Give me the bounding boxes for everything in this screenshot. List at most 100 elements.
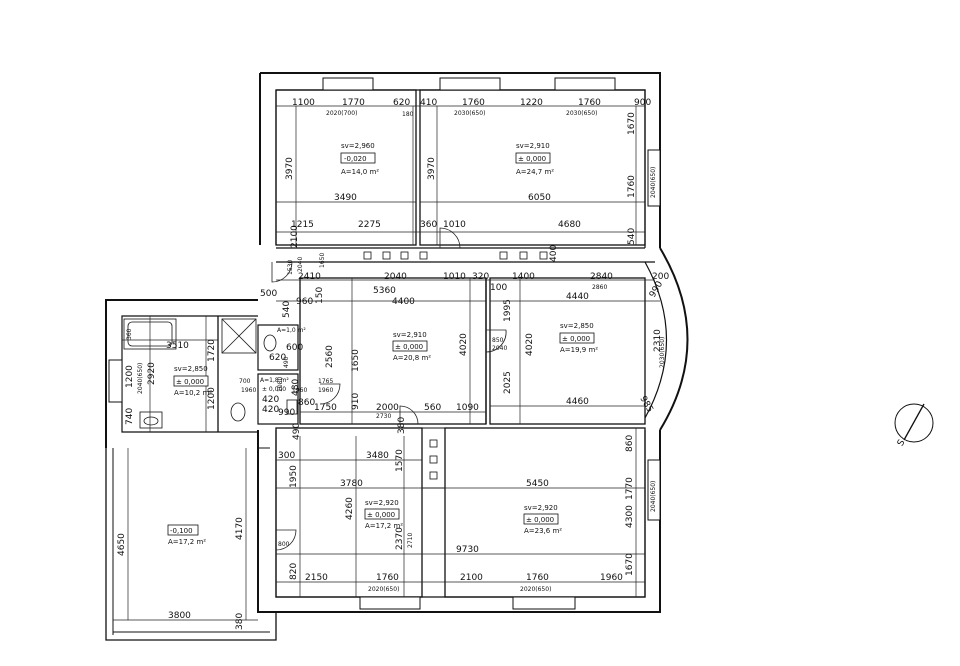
dim-text: 2030(650) [566, 110, 597, 117]
dim-text: 4300 [625, 505, 635, 528]
dim-text: 860 [625, 435, 635, 452]
dim-text: 1100 [292, 98, 315, 108]
dims-room-3: 2560 1650 4020 910 2000 560 1090 2730 17… [314, 333, 507, 420]
dim-text: 4650 [117, 533, 127, 556]
room-3-level: ± 0,000 [395, 343, 423, 351]
dim-text: 4020 [525, 333, 535, 356]
dim-text: 2100 [290, 225, 300, 248]
dims-corridor: 2100 2410 2040 1010 320 1400 400 2840 28… [260, 225, 613, 318]
dim-text: 1760 [376, 573, 399, 583]
dim-text: 2040(650) [137, 363, 144, 394]
dim-text: 5450 [526, 479, 549, 489]
dim-text: 4170 [235, 517, 245, 540]
small-space-labels: A=1,0 m² A=1,8 m² ± 0,000 [260, 327, 306, 393]
dim-text: 1200 [125, 365, 135, 388]
room-3-area: A=20,8 m² [393, 354, 431, 362]
room-label-7: sv=2,920 ± 0,000 A=23,6 m² [523, 504, 562, 535]
dim-text: 1760 [627, 175, 637, 198]
room-4-area: A=19,9 m² [560, 346, 598, 354]
dim-text: 400 [549, 245, 559, 262]
dims-wc: 700 420 420 1960 490 1960 1765 1080 1960… [239, 257, 333, 418]
room-label-2: sv=2,910 ± 0,000 A=24,7 m² [515, 142, 554, 176]
room-1-sv: sv=2,960 [341, 142, 375, 150]
room-label-5: sv=2,850 ± 0,000 A=10,2 m² [173, 365, 212, 397]
dim-text: 380 [235, 613, 245, 630]
room-label-1: sv=2,960 -0,020 A=14,0 m² [340, 142, 379, 176]
dim-text: 4440 [566, 292, 589, 302]
dim-text: 850 [492, 337, 504, 344]
dims-room-2: 3970 6050 1670 1760 360 1010 4680 540 [420, 112, 637, 245]
dim-text: 900 [634, 98, 651, 108]
dim-text: 180 [402, 111, 414, 118]
room-1-level: -0,020 [344, 155, 367, 163]
dim-text: 2310 [653, 329, 663, 352]
dim-text: 500 [260, 289, 277, 299]
dim-text: 1960 [241, 387, 256, 394]
dim-text: 1400 [512, 272, 535, 282]
dim-text: 540 [282, 301, 292, 318]
dim-text: 300 [278, 451, 295, 461]
dim-text: 1770 [625, 477, 635, 500]
dim-text: 2040 [297, 257, 304, 272]
dim-text: 2020(650) [368, 586, 399, 593]
dims-top-row: 1100 1770 620 410 1760 1220 1760 900 202… [292, 98, 651, 117]
dims-room-8: 4650 4170 3800 380 [117, 517, 245, 630]
dim-text: 820 [289, 563, 299, 580]
room-2-level: ± 0,000 [518, 155, 546, 163]
dim-text: 9730 [456, 545, 479, 555]
dim-text: 1750 [314, 403, 337, 413]
dim-text: 800 [278, 541, 290, 548]
small-label-hall: A=1,8 m² [260, 377, 289, 384]
dim-text: 320 [472, 272, 489, 282]
room-4-level: ± 0,000 [562, 335, 590, 343]
room-7-level: ± 0,000 [526, 516, 554, 524]
dim-text: 1220 [520, 98, 543, 108]
windows [108, 77, 661, 610]
dim-text: 1765 [318, 378, 333, 385]
dim-text: 6050 [528, 193, 551, 203]
dims-right-windows: 2040(650) 2030(650) 2040(650) [650, 167, 666, 512]
room-8-level: -0,100 [170, 527, 193, 535]
room-label-6: sv=2,920 ± 0,000 A=17,2 m² [364, 499, 403, 530]
small-label-level: ± 0,000 [262, 386, 286, 393]
dim-text: 1760 [462, 98, 485, 108]
dims-room-1: 3970 3490 1215 2275 180 [285, 111, 414, 230]
dim-text: 490 [292, 423, 302, 440]
north-arrow: S [894, 403, 934, 448]
dim-text: 3970 [427, 157, 437, 180]
dim-text: 380 [397, 417, 407, 434]
dim-text: 3780 [340, 479, 363, 489]
dim-text: 2040(650) [650, 481, 657, 512]
room-2-sv: sv=2,910 [516, 142, 550, 150]
room-2-area: A=24,7 m² [516, 168, 554, 176]
room-1-area: A=14,0 m² [341, 168, 379, 176]
dim-text: 1570 [395, 449, 405, 472]
dims-bath: 3510 1720 1200 2920 1200 740 2040(650) 3… [125, 328, 217, 425]
dim-text: 3800 [168, 611, 191, 621]
dim-text: 3490 [334, 193, 357, 203]
dim-text: 410 [420, 98, 437, 108]
dim-text: 620 [393, 98, 410, 108]
dim-text: 1960 [318, 387, 333, 394]
dim-text: 2560 [325, 345, 335, 368]
dims-room-7: 5450 4300 1770 860 1670 9730 2100 1760 1… [456, 435, 635, 593]
dim-text: 2040(650) [650, 167, 657, 198]
dim-text: 2730 [376, 413, 391, 420]
dim-text: 2860 [592, 284, 607, 291]
dim-text: 100 [490, 283, 507, 293]
room-7-sv: sv=2,920 [524, 504, 558, 512]
dim-text: 420 [262, 395, 279, 405]
dim-text: 860 [298, 398, 315, 408]
dim-text: 910 [351, 393, 361, 410]
dim-text: 2100 [460, 573, 483, 583]
dim-text: 2040 [384, 272, 407, 282]
room-5-area: A=10,2 m² [174, 389, 212, 397]
dim-text: 2000 [376, 403, 399, 413]
dim-text: 1010 [443, 220, 466, 230]
dim-text: 1720 [207, 339, 217, 362]
dim-text: 1950 [289, 465, 299, 488]
room-label-3: sv=2,910 ± 0,000 A=20,8 m² [392, 331, 431, 362]
dim-text: 700 [239, 378, 251, 385]
dim-text: 2710 [407, 533, 414, 548]
